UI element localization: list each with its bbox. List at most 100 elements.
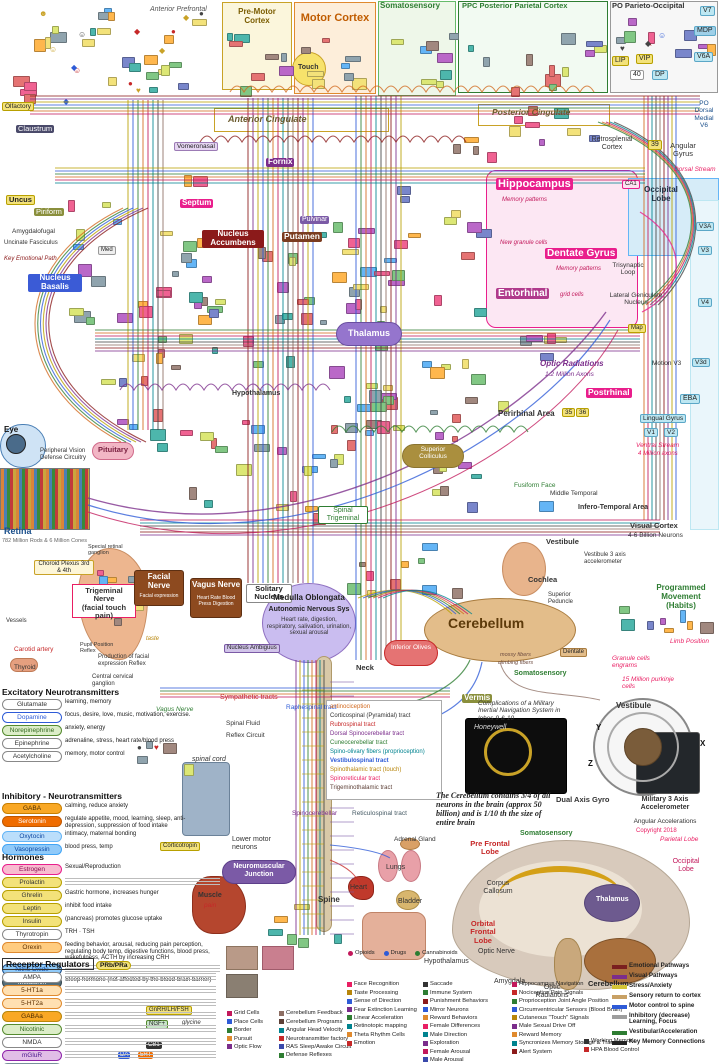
legend-item: mGluR xyxy=(2,1050,216,1061)
pathway-label: Stress/Anxiety xyxy=(629,982,672,990)
legend-color-swatch xyxy=(279,1019,284,1025)
decor-node xyxy=(648,32,655,44)
label-axis-z: Z xyxy=(588,759,593,768)
decor-node xyxy=(24,82,37,91)
label-spinal-cord: spinal cord xyxy=(192,756,226,763)
legend-label: Reward Memory xyxy=(519,1031,562,1038)
pathway-label: Sensory return to cortex xyxy=(629,992,701,1000)
decor-node xyxy=(621,619,635,631)
tract-rubrospinal: Rubrospinal tract xyxy=(330,722,376,728)
chip-v3a: V3A xyxy=(696,222,715,232)
decor-node xyxy=(452,414,461,423)
decor-node xyxy=(383,385,393,391)
decor-node xyxy=(449,33,459,40)
label-autonomic: Autonomic Nervous Sys xyxy=(268,606,350,613)
legend-item: Defense Reflexes xyxy=(279,1052,351,1058)
legend-color-swatch xyxy=(512,1040,517,1046)
legend-item: Insulin(pancreas) promotes glucose uptak… xyxy=(2,916,220,927)
label-inferior-olives: Inferior Olives xyxy=(390,644,432,651)
chip-piriform: Piriform xyxy=(34,207,64,217)
label-memory-patterns-1: Memory patterns xyxy=(502,197,548,203)
legend-chip: Thyrotropin xyxy=(2,929,62,940)
legend-item: Neurotransmitter factory xyxy=(279,1036,351,1042)
label-orbital-frontal: Orbital Frontal Lobe xyxy=(470,919,496,945)
decor-node xyxy=(209,309,219,318)
decor-node xyxy=(452,588,463,599)
chip-olfactory: Olfactory xyxy=(2,102,35,112)
label-medulla: Medulla Oblongata xyxy=(273,593,345,602)
legend-desc: feeding behavior, arousal, reducing pain… xyxy=(65,942,210,962)
decor-node xyxy=(163,743,177,754)
legend-item: Face Recognition xyxy=(347,981,417,987)
label-thyroid: Thyroid xyxy=(14,664,36,671)
pathway-trace xyxy=(377,589,469,615)
legend-item: Sensory return to cortex xyxy=(612,993,718,1000)
label-production-facial: Production of facial expression Reflex xyxy=(98,654,150,667)
legend-chip: Prolactin xyxy=(2,877,62,888)
label-prefrontal-brain: Pre Frontal Lobe xyxy=(470,839,510,857)
legend-item: Retinotopic mapping xyxy=(347,1023,417,1029)
decor-node xyxy=(211,438,217,449)
decor-node xyxy=(514,116,523,124)
chip-spinal-trigeminal: Spinal Trigeminal xyxy=(318,506,368,524)
legend-item: Inhibitory (decrease) Learning, Focus xyxy=(612,1012,718,1026)
decor-node xyxy=(172,271,179,277)
decor-node xyxy=(585,50,595,57)
label-copyright: Copyright 2018 xyxy=(636,828,677,834)
legend-item: Cerebellum Programs xyxy=(279,1019,351,1025)
legend-color-swatch xyxy=(584,1038,589,1044)
decor-node xyxy=(180,430,193,436)
pathway-trace xyxy=(382,589,473,615)
chip-fornix: Fornix xyxy=(266,157,295,167)
legend-item: Theta Rhythm Cells xyxy=(347,1032,417,1038)
chip-med: Med xyxy=(98,246,116,255)
decor-node xyxy=(97,570,104,576)
label-military-accel: Military 3 Axis Accelerometer xyxy=(640,796,690,811)
decor-node xyxy=(82,39,95,47)
pathway-label: Key Memory Connections xyxy=(629,1038,705,1046)
legend-color-swatch xyxy=(584,1047,589,1053)
decor-node xyxy=(421,79,437,85)
decor-node xyxy=(461,252,475,260)
legend-label: Cutaneous "Touch" Signals xyxy=(519,1014,589,1021)
legend-item: Male Direction xyxy=(423,1032,488,1038)
legend-item: Emotional Pathways xyxy=(612,963,718,970)
substance-label: Cannabinoids xyxy=(422,950,458,956)
legend-label: Place Cells xyxy=(234,1018,263,1025)
legend-chip: GABA xyxy=(2,803,62,814)
decor-node xyxy=(341,63,350,69)
legend-item: 5-HT2a xyxy=(2,998,216,1009)
thyroid-blob xyxy=(10,658,38,672)
legend-desc: memory, motor control xyxy=(65,751,125,757)
legend-label: Reward Behaviors xyxy=(430,1014,478,1021)
decor-node xyxy=(483,57,490,67)
legend-item: Taste Processing xyxy=(347,990,417,996)
legend-item: Nociception Pain Signals xyxy=(512,990,616,996)
decor-node xyxy=(254,444,270,452)
label-amygdalofugal: Amygdalofugal xyxy=(12,228,55,235)
decor-face-icon: ◆ xyxy=(183,13,190,22)
label-programmed-movement: Programmed Movement (Habits) xyxy=(656,583,706,610)
label-glycine: glycine xyxy=(182,1020,201,1026)
label-po: PO Parieto-Occipital xyxy=(612,1,685,10)
decor-node xyxy=(567,128,581,136)
label-facial-nerve: Facial Nerve xyxy=(147,572,171,590)
legend-item: Circumventricular Sensors (Blood Brain) xyxy=(512,1007,622,1013)
legend-label: Male Sexual Drive Off xyxy=(519,1023,576,1030)
legend-chip: Serotonin xyxy=(2,816,62,827)
legend-chip: Orexin xyxy=(2,942,62,953)
chip-nucleus-ambiguus: Nucleus Ambiguus xyxy=(224,644,280,653)
legend-item: Alert System xyxy=(512,1049,616,1055)
illegible-text xyxy=(65,986,216,993)
chip-v3d: V3d xyxy=(692,358,710,368)
substance-label: Drugs xyxy=(390,950,407,956)
decor-node xyxy=(468,45,474,52)
decor-node xyxy=(330,459,338,468)
decor-node xyxy=(160,231,173,236)
legend-chip: Ghrelin xyxy=(2,890,62,901)
